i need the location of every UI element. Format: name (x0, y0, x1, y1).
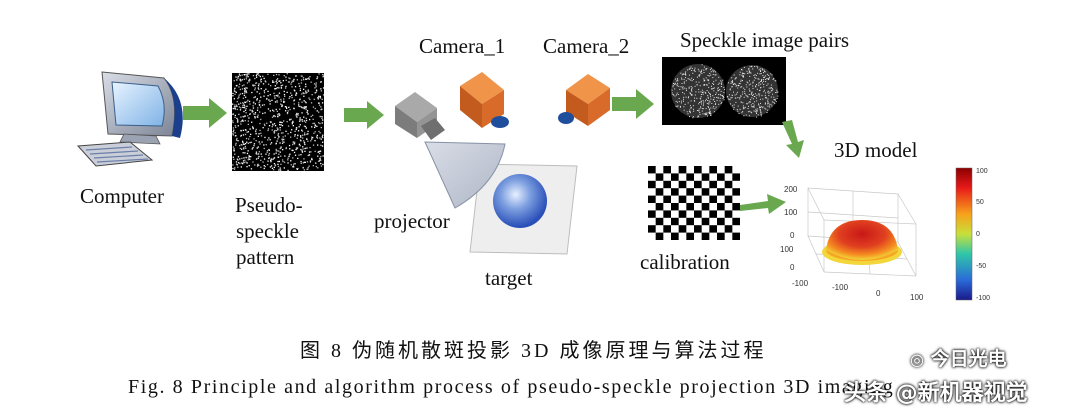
x-tick-0: 0 (876, 289, 881, 298)
3d-model-plot: 200 100 0 100 0 -100 -100 0 100 (780, 185, 924, 302)
camera2-label: Camera_2 (543, 34, 630, 58)
z-tick-100: 100 (784, 208, 798, 217)
caption-english: Fig. 8 Principle and algorithm process o… (128, 376, 895, 398)
target-sphere (493, 174, 547, 228)
speckle-pattern-image (232, 73, 324, 171)
projector-assembly (395, 92, 578, 255)
model3d-label: 3D model (834, 138, 918, 162)
caption-chinese: 图 8 伪随机散斑投影 3D 成像原理与算法过程 (300, 340, 767, 362)
colorbar: 100 50 0 -50 -100 (955, 167, 990, 302)
computer-icon (76, 71, 183, 167)
arrow-to-speckle-pairs (612, 89, 654, 119)
colorbar-tick-100: 100 (976, 168, 988, 175)
computer-label: Computer (80, 184, 164, 208)
z-tick-0: 0 (790, 231, 795, 240)
colorbar-tick-0: 0 (976, 231, 980, 238)
colorbar-tick-50: 50 (976, 199, 984, 206)
camera1-icon (460, 72, 509, 128)
colorbar-tick-neg100: -100 (976, 295, 990, 302)
camera1-label: Camera_1 (419, 34, 506, 58)
pseudo-label-line1: Pseudo- (235, 193, 303, 217)
arrow-to-projector (344, 101, 384, 129)
arrow-to-3d-model (782, 120, 804, 158)
x-tick-neg100: -100 (832, 283, 849, 292)
y-tick-100: 100 (780, 245, 794, 254)
colorbar-tick-neg50: -50 (976, 263, 986, 270)
wechat-icon: ◎ (910, 350, 924, 369)
arrow-calibration-to-model (740, 194, 786, 214)
watermark-text1: 今日光电 (930, 348, 1007, 370)
watermark-line2: 头条 @新机器视觉 (844, 381, 1028, 406)
camera2-icon (558, 74, 610, 126)
target-label: target (485, 266, 533, 290)
watermark-line1: ◎ 今日光电 (910, 344, 1007, 371)
arrow-to-pattern (183, 98, 227, 128)
pseudo-label-line2: speckle (236, 219, 299, 243)
y-tick-neg100: -100 (792, 279, 809, 288)
speckle-pairs-label: Speckle image pairs (680, 28, 850, 52)
projector-label: projector (374, 209, 450, 233)
calibration-label: calibration (640, 250, 730, 274)
x-tick-100: 100 (910, 293, 924, 302)
pseudo-label-line3: pattern (236, 245, 295, 269)
z-tick-200: 200 (784, 185, 798, 194)
y-tick-0: 0 (790, 263, 795, 272)
speckle-pairs-image (662, 57, 786, 125)
calibration-checkerboard (648, 166, 740, 240)
